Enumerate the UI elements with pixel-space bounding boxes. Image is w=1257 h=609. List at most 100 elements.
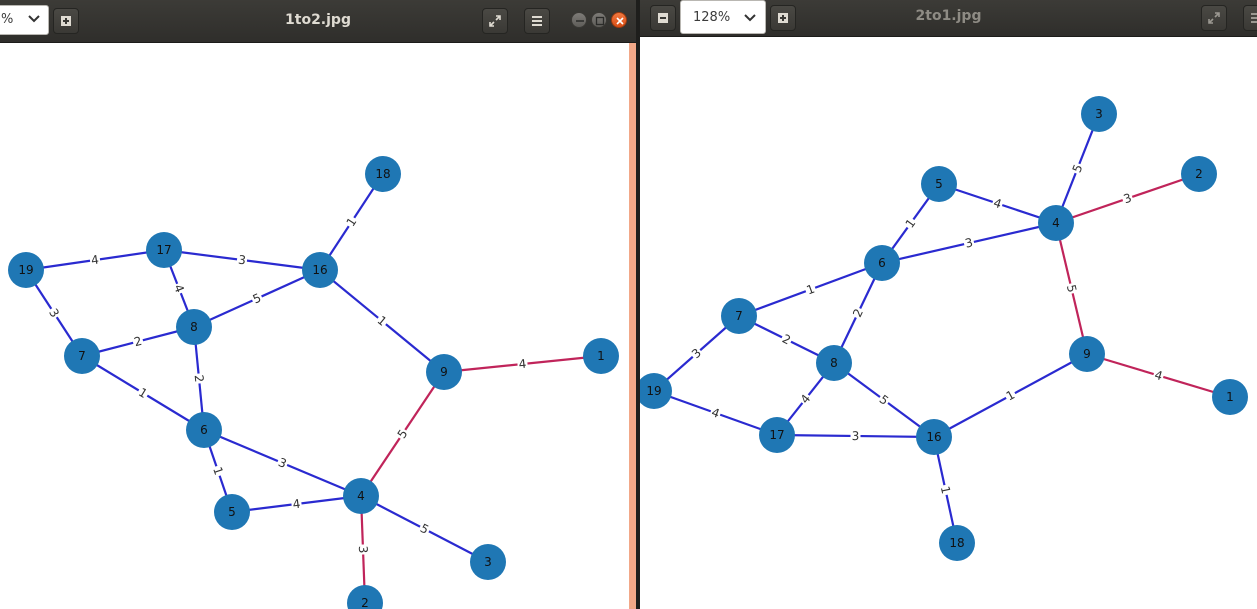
edge-weight-label-bg [1069,161,1086,176]
node-circle [64,338,100,374]
window-close-button[interactable] [611,12,627,28]
node-circle [426,354,462,390]
node-circle [640,373,672,409]
edge-weight-text: 3 [356,545,370,553]
edge-weight-label-bg [1120,190,1135,207]
graph-node-6: 6 [186,412,222,448]
edge-weight-label: 2 [131,333,145,350]
window-title: 1to2.jpg [285,12,351,28]
edge-weight-text: 3 [1122,191,1134,207]
menu-button[interactable] [524,8,550,34]
node-circle [1181,156,1217,192]
edge-weight-label: 4 [708,404,723,422]
graph-node-18: 18 [939,525,975,561]
headerbar: % 1to2.jpg [0,0,636,43]
node-label: 19 [18,263,33,277]
fullscreen-button[interactable] [482,8,508,34]
zoom-value: % [1,12,14,27]
node-circle [1081,96,1117,132]
edge-weight-label: 5 [249,290,265,307]
edge-weight-label-bg [850,428,861,444]
edge-weight-text: 4 [292,497,301,512]
graph-node-19: 19 [640,373,672,409]
edge-weight-label-bg [236,252,248,268]
zoom-out-button[interactable] [650,5,676,31]
edge-weight-label: 1 [937,483,954,497]
window-maximize-button[interactable] [591,12,607,28]
chevron-down-icon[interactable] [741,8,759,26]
edge-weight-text: 1 [938,485,953,495]
edge-weight-label-bg [875,391,893,409]
edge-weight-label: 1 [209,464,227,478]
menu-button[interactable] [1243,5,1257,31]
node-circle [583,338,619,374]
graph-node-1: 1 [583,338,619,374]
edge-weight-label-bg [45,304,63,322]
node-label: 5 [935,177,943,191]
edge-weight-label-bg [209,464,227,478]
node-label: 5 [228,505,236,519]
node-circle [302,252,338,288]
edge-weight-label: 5 [416,520,433,538]
edge-weight-label-bg [373,312,391,330]
edge-weight-label-bg [516,356,529,372]
chevron-down-icon[interactable] [25,9,43,27]
graph-node-1: 1 [1212,379,1248,415]
node-circle [1069,336,1105,372]
edge-weight-label-bg [393,425,412,443]
zoom-combobox[interactable]: 128% [680,0,766,34]
edge-weight-label-bg [342,213,361,231]
edge-weight-label: 3 [45,304,63,322]
edge-weight-label: 2 [778,331,795,348]
node-label: 7 [78,349,86,363]
edge-weight-label-bg [796,390,815,408]
edge-weight-label-bg [688,344,705,363]
edge-weight-text: 4 [518,357,527,372]
node-label: 8 [190,320,198,334]
node-circle [470,544,506,580]
node-circle [864,245,900,281]
graph-node-8: 8 [176,309,212,345]
edge-weight-label-bg [937,483,954,497]
edge-weight-label-bg [191,372,207,385]
edge-weight-label: 1 [135,384,151,402]
graph-node-17: 17 [759,417,795,453]
graph-node-16: 16 [302,252,338,288]
node-circle [816,345,852,381]
edge-weight-text: 4 [710,405,722,421]
graph-node-18: 18 [365,156,401,192]
edge-weight-label-bg [901,215,920,232]
zoom-combobox[interactable]: % [0,5,49,35]
zoom-in-button[interactable] [53,8,79,34]
node-label: 8 [830,356,838,370]
node-circle [721,298,757,334]
edge-weight-label: 4 [990,195,1005,212]
graph-node-4: 4 [343,478,379,514]
window-minimize-button[interactable] [571,12,587,28]
edge-weight-label-bg [89,252,101,268]
node-circle [186,412,222,448]
node-label: 1 [597,349,605,363]
fullscreen-button[interactable] [1201,5,1227,31]
edge-weight-text: 4 [1153,368,1164,384]
node-label: 2 [1195,167,1203,181]
edge-weight-label-bg [778,331,795,348]
edge-weight-label: 4 [290,496,303,512]
edge-weight-label-bg [135,384,151,402]
node-label: 6 [200,423,208,437]
window-edge-strip [629,43,636,609]
node-circle [347,585,383,609]
node-circle [146,232,182,268]
edge-weight-label-bg [708,404,723,422]
zoom-in-button[interactable] [770,5,796,31]
window-title: 2to1.jpg [915,8,982,24]
node-label: 17 [769,428,784,442]
edge-weight-label: 3 [962,235,976,251]
zoom-value: 128% [693,10,731,25]
edge-weight-label-bg [990,195,1005,212]
node-label: 4 [1052,216,1060,230]
